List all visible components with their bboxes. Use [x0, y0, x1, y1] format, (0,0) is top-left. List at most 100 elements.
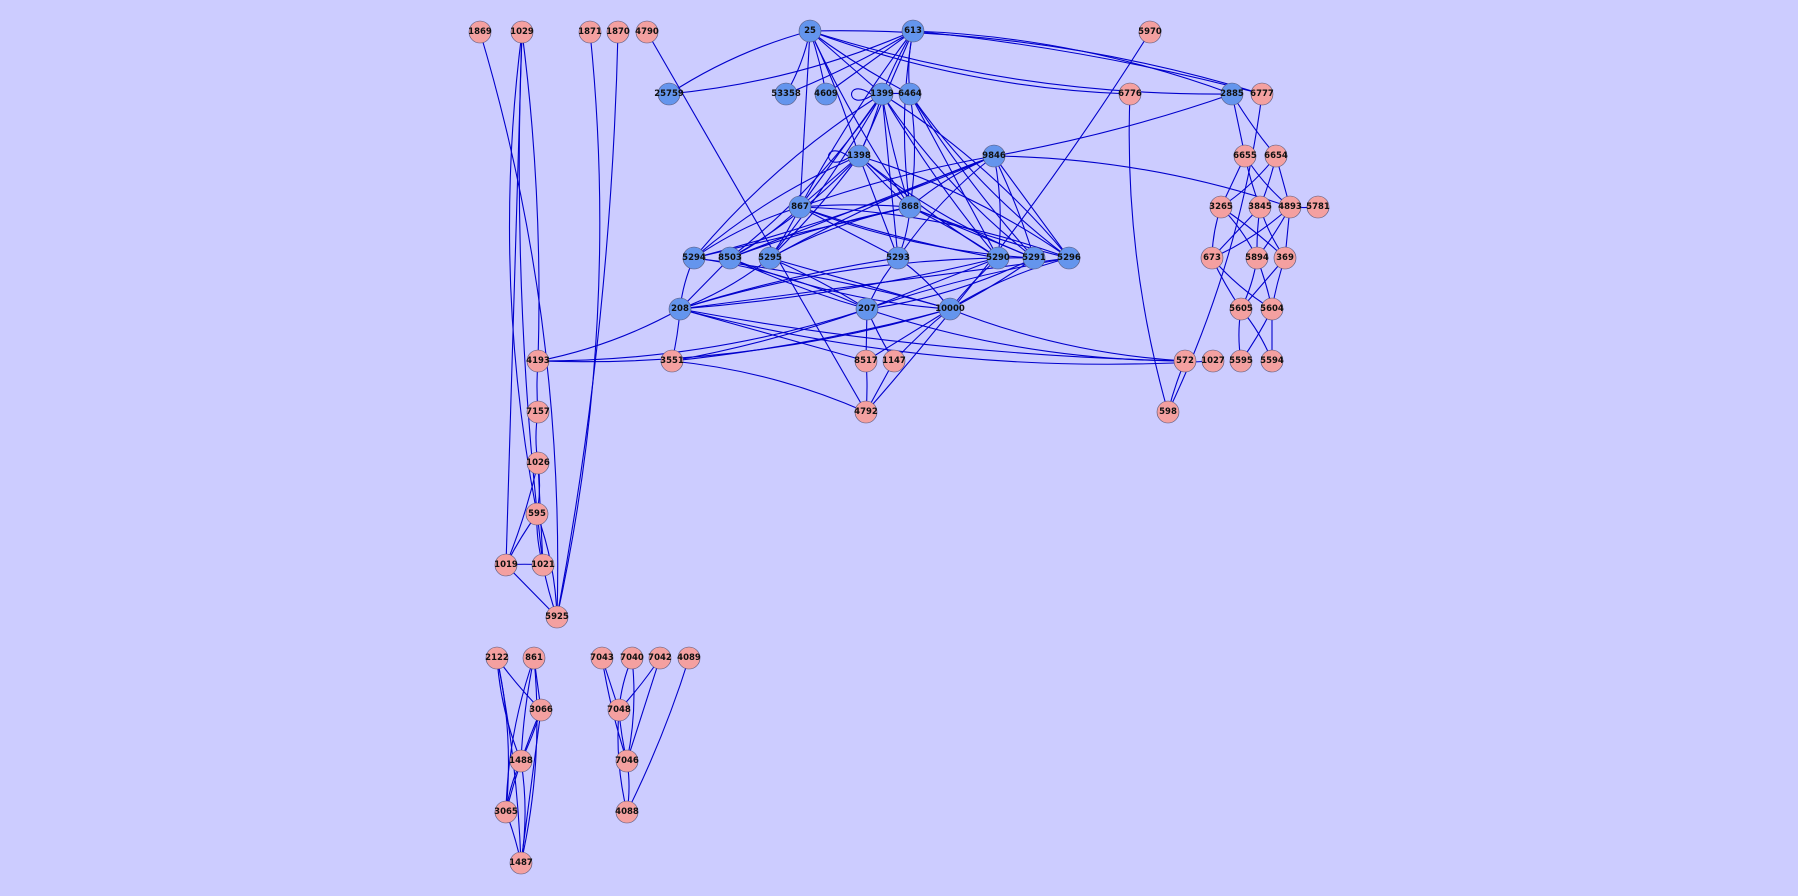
node-5605[interactable]: 5605 [1229, 297, 1253, 321]
node-circle-1026 [526, 451, 550, 475]
node-circle-9846 [982, 144, 1006, 168]
node-4792[interactable]: 4792 [854, 400, 878, 424]
node-label-7040: 7040 [620, 653, 644, 663]
node-613[interactable]: 613 [901, 19, 925, 43]
node-circle-7043 [590, 646, 614, 670]
node-label-6777: 6777 [1250, 89, 1274, 99]
node-208[interactable]: 208 [668, 297, 692, 321]
node-label-1488: 1488 [509, 756, 533, 766]
edge-4790-4792 [646, 31, 867, 413]
node-861[interactable]: 861 [522, 646, 546, 670]
edge-867-5296 [799, 206, 1070, 259]
node-4609[interactable]: 4609 [814, 82, 838, 106]
node-369[interactable]: 369 [1273, 246, 1297, 270]
node-868[interactable]: 868 [898, 195, 922, 219]
node-7043[interactable]: 7043 [590, 646, 614, 670]
node-4088[interactable]: 4088 [615, 800, 639, 824]
node-572[interactable]: 572 [1173, 349, 1197, 373]
node-7157[interactable]: 7157 [526, 400, 550, 424]
node-label-8517: 8517 [854, 356, 878, 366]
node-6777[interactable]: 6777 [1250, 82, 1274, 106]
node-5296[interactable]: 5296 [1057, 246, 1081, 270]
node-4193[interactable]: 4193 [526, 349, 550, 373]
node-9846[interactable]: 9846 [982, 144, 1006, 168]
node-1870[interactable]: 1870 [606, 20, 630, 44]
node-7048[interactable]: 7048 [607, 698, 631, 722]
node-3265[interactable]: 3265 [1209, 195, 1233, 219]
node-4893[interactable]: 4893 [1278, 195, 1302, 219]
node-10000[interactable]: 10000 [935, 297, 965, 321]
node-4790[interactable]: 4790 [635, 20, 659, 44]
node-1871[interactable]: 1871 [578, 20, 602, 44]
edge-1398-5294 [693, 155, 860, 259]
node-circle-8503 [718, 246, 742, 270]
edge-5295-10000 [769, 257, 951, 310]
edge-861-3065 [505, 657, 535, 813]
node-5970[interactable]: 5970 [1138, 20, 1162, 44]
node-circle-1870 [606, 20, 630, 44]
edge-1398-1398 [827, 150, 849, 163]
node-label-613: 613 [904, 26, 922, 36]
node-5595[interactable]: 5595 [1229, 349, 1253, 373]
node-circle-1487 [509, 851, 533, 875]
node-5781[interactable]: 5781 [1306, 195, 1330, 219]
node-5925[interactable]: 5925 [545, 605, 569, 629]
node-6654[interactable]: 6654 [1264, 144, 1288, 168]
node-1488[interactable]: 1488 [509, 749, 533, 773]
node-5594[interactable]: 5594 [1260, 349, 1284, 373]
node-4089[interactable]: 4089 [677, 646, 701, 670]
node-207[interactable]: 207 [855, 297, 879, 321]
node-25[interactable]: 25 [798, 19, 822, 43]
node-25759[interactable]: 25759 [654, 82, 684, 106]
node-5290[interactable]: 5290 [986, 246, 1010, 270]
node-5295[interactable]: 5295 [758, 246, 782, 270]
node-5894[interactable]: 5894 [1245, 246, 1269, 270]
node-3065[interactable]: 3065 [494, 800, 518, 824]
node-1147[interactable]: 1147 [882, 349, 906, 373]
node-1029[interactable]: 1029 [510, 20, 534, 44]
node-1487[interactable]: 1487 [509, 851, 533, 875]
node-3551[interactable]: 3551 [660, 349, 684, 373]
node-1399[interactable]: 1399 [870, 82, 894, 106]
edge-9846-4893 [993, 155, 1291, 208]
node-3845[interactable]: 3845 [1248, 195, 1272, 219]
node-5604[interactable]: 5604 [1260, 297, 1284, 321]
node-53358[interactable]: 53358 [771, 82, 801, 106]
node-7046[interactable]: 7046 [615, 749, 639, 773]
node-5291[interactable]: 5291 [1022, 246, 1046, 270]
edge-25-2885 [809, 30, 1233, 95]
node-673[interactable]: 673 [1200, 246, 1224, 270]
node-label-1029: 1029 [510, 27, 534, 37]
node-circle-1021 [531, 553, 555, 577]
node-595[interactable]: 595 [525, 502, 549, 526]
node-7040[interactable]: 7040 [620, 646, 644, 670]
node-7042[interactable]: 7042 [648, 646, 672, 670]
node-1398[interactable]: 1398 [847, 144, 871, 168]
node-1869[interactable]: 1869 [468, 20, 492, 44]
node-5294[interactable]: 5294 [682, 246, 706, 270]
node-2122[interactable]: 2122 [485, 646, 509, 670]
edge-1398-5293 [858, 155, 899, 259]
node-2885[interactable]: 2885 [1220, 82, 1244, 106]
node-6655[interactable]: 6655 [1233, 144, 1257, 168]
node-circle-595 [525, 502, 549, 526]
edge-868-5295 [769, 206, 911, 259]
node-1026[interactable]: 1026 [526, 451, 550, 475]
node-598[interactable]: 598 [1156, 400, 1180, 424]
edge-5291-208 [679, 257, 1035, 310]
node-label-5925: 5925 [545, 612, 569, 622]
node-867[interactable]: 867 [788, 195, 812, 219]
node-1021[interactable]: 1021 [531, 553, 555, 577]
node-1019[interactable]: 1019 [494, 553, 518, 577]
edge-1399-8503 [729, 93, 883, 259]
node-5293[interactable]: 5293 [886, 246, 910, 270]
node-3066[interactable]: 3066 [529, 698, 553, 722]
edge-25-6464 [809, 30, 911, 95]
node-6464[interactable]: 6464 [898, 82, 922, 106]
edge-867-5290 [799, 206, 999, 259]
node-1027[interactable]: 1027 [1201, 349, 1225, 373]
node-6776[interactable]: 6776 [1118, 82, 1142, 106]
node-8503[interactable]: 8503 [718, 246, 742, 270]
node-8517[interactable]: 8517 [854, 349, 878, 373]
node-label-5605: 5605 [1229, 304, 1253, 314]
